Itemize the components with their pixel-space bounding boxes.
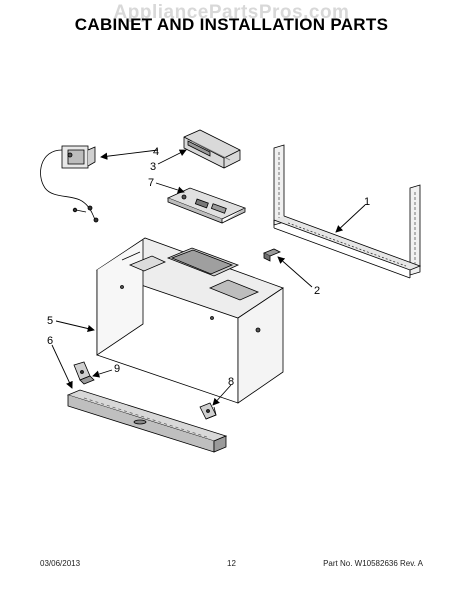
callout-2: 2: [314, 285, 320, 297]
callout-9: 9: [114, 363, 120, 375]
watermark-text: AppliancePartsPros.com: [113, 2, 350, 23]
footer-page-number: 12: [227, 559, 236, 568]
small-bracket-part: [263, 248, 281, 262]
clip-part-9: [73, 361, 95, 385]
callout-8: 8: [228, 376, 234, 388]
cabinet-part: [96, 237, 284, 404]
callout-1: 1: [364, 196, 370, 208]
clip-part-8: [199, 402, 217, 420]
footer-part-number: Part No. W10582636 Rev. A: [323, 559, 423, 568]
callout-5: 5: [47, 315, 53, 327]
mounting-plate-part: [166, 187, 247, 224]
top-bracket-part: [183, 129, 241, 169]
callout-4: 4: [153, 146, 159, 158]
callout-7: 7: [148, 177, 154, 189]
callout-3: 3: [150, 161, 156, 173]
front-trim-part: [66, 389, 228, 453]
leader-lines: [51, 149, 366, 406]
page-title: CABINET AND INSTALLATION PARTS: [74, 15, 389, 34]
mounting-frame-part: [273, 144, 422, 279]
footer-date: 03/06/2013: [40, 559, 81, 568]
power-cord-part: [40, 145, 99, 223]
callout-6: 6: [47, 335, 53, 347]
